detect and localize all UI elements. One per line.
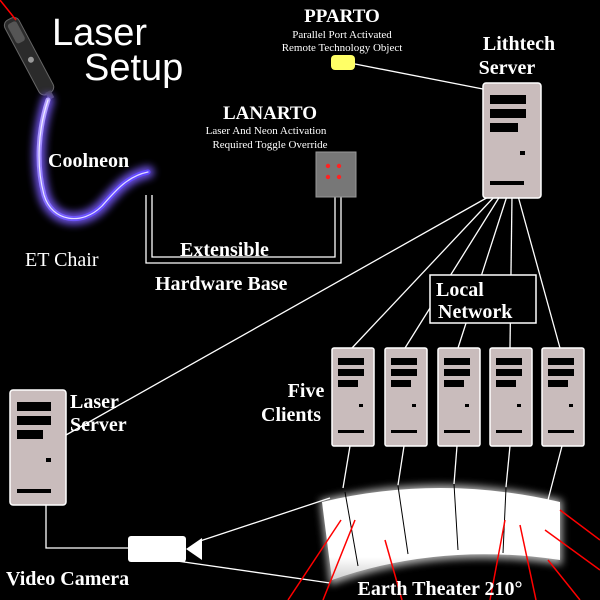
client-server-icon (437, 347, 481, 447)
wire-lanarto-chair-inner (151, 195, 336, 258)
wire-camera-theater-top (199, 497, 331, 542)
laser-server-label-2: Server (70, 414, 127, 436)
client-server-icon (489, 347, 533, 447)
five-clients-label-1: Five (288, 380, 325, 402)
wire-client-1-theater (342, 445, 351, 489)
wire-lithtech-client-3 (457, 195, 508, 349)
wire-lithtech-laser-server (65, 195, 491, 436)
earth-theater-label: Earth Theater 210° (357, 578, 522, 600)
video-camera-icon (128, 536, 202, 562)
video-camera-label: Video Camera (6, 568, 129, 590)
pparto-desc-2: Remote Technology Object (282, 42, 403, 54)
pparto-desc-1: Parallel Port Activated (292, 29, 392, 41)
wire-camera-theater-bottom (169, 559, 331, 584)
laser-server-icon (9, 389, 67, 506)
laser-beams (287, 509, 600, 600)
client-server-icon (541, 347, 585, 447)
local-network-label-1: Local (436, 279, 484, 301)
wire-laser-server-camera (45, 505, 130, 549)
laser-server-label-1: Laser (70, 391, 119, 413)
extensible-label: Extensible (180, 239, 269, 261)
coolneon-icon (33, 94, 154, 225)
laser-beam-icon (0, 0, 17, 21)
lithtech-label-2: Server (479, 57, 536, 79)
wire-client-3-theater (453, 445, 458, 485)
pparto-device-icon (331, 55, 355, 70)
lithtech-server-icon (482, 82, 542, 199)
pparto-title: PPARTO (304, 6, 380, 27)
wire-lithtech-client-2 (404, 195, 501, 349)
wire-client-2-theater (397, 445, 405, 486)
client-server-icon (331, 347, 375, 447)
wire-lanarto-chair-outer (145, 195, 342, 264)
et-chair-label: ET Chair (25, 249, 99, 271)
lanarto-title: LANARTO (223, 103, 317, 124)
wire-lithtech-client-4 (509, 195, 513, 349)
lithtech-label-1: Lithtech (483, 33, 555, 55)
lanarto-device-icon (315, 151, 357, 198)
wire-lithtech-client-5 (517, 195, 561, 349)
five-clients-label-2: Clients (261, 404, 321, 426)
coolneon-label: Coolneon (48, 150, 129, 172)
theater-screen-icon (320, 485, 562, 585)
client-server-icon (384, 347, 428, 447)
wire-client-4-theater (505, 445, 511, 488)
wire-lithtech-client-1 (351, 195, 496, 349)
wire-client-5-theater (547, 445, 563, 501)
local-network-box (429, 274, 537, 324)
title-line-1: Laser (52, 12, 147, 54)
network-wires (45, 63, 563, 584)
wire-pparto-lithtech (354, 63, 489, 91)
lanarto-desc-1: Laser And Neon Activation (206, 125, 327, 137)
title-line-2: Setup (84, 47, 183, 89)
hardware-base-label: Hardware Base (155, 273, 288, 295)
local-network-label-2: Network (438, 301, 513, 323)
laser-pointer-icon (3, 17, 55, 101)
lanarto-desc-2: Required Toggle Override (212, 139, 327, 151)
